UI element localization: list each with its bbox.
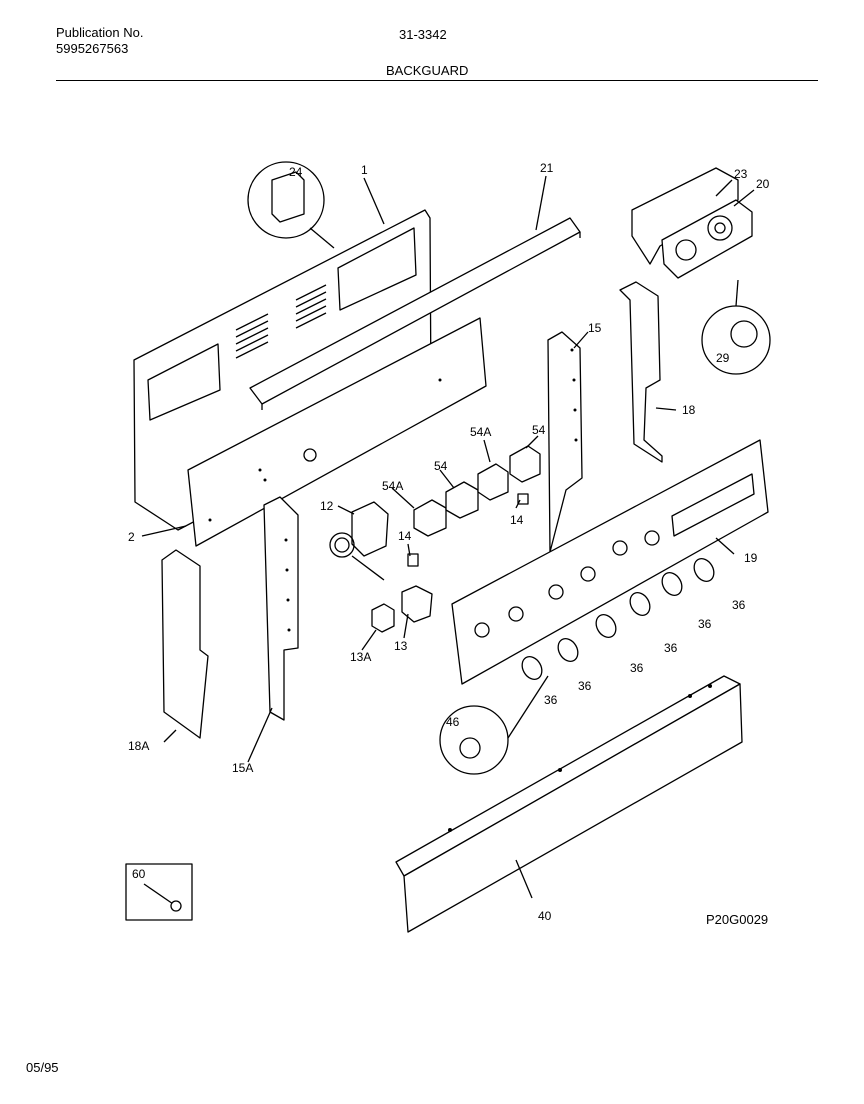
detail-24 xyxy=(247,161,335,249)
part-21-top-trim xyxy=(249,217,581,410)
part-12-thermostat xyxy=(329,501,389,581)
switch-64 xyxy=(445,481,479,519)
callout-20: 20 xyxy=(756,177,770,191)
part-14-indicator xyxy=(407,493,529,567)
callout-54-a: 54 xyxy=(532,423,546,437)
part-20-clock xyxy=(661,199,753,279)
callout-1: 1 xyxy=(361,163,368,177)
part-13a-switch xyxy=(371,603,395,633)
callout-46: 46 xyxy=(446,715,460,729)
detail-60-screw xyxy=(125,863,193,921)
publication-label: Publication No. xyxy=(56,25,144,40)
knob-36-group xyxy=(521,558,715,680)
callout-54a-left: 54A xyxy=(382,479,403,493)
footer-date: 05/95 xyxy=(26,1060,59,1075)
detail-29 xyxy=(701,279,771,375)
part-40-lower-trim xyxy=(395,675,743,933)
callout-18a: 18A xyxy=(128,739,149,753)
leader-lines xyxy=(141,175,755,899)
callout-54a-right: 54A xyxy=(470,425,491,439)
callout-36-d: 36 xyxy=(630,661,644,675)
callout-12: 12 xyxy=(320,499,334,513)
detail-46 xyxy=(439,675,549,775)
callout-15: 15 xyxy=(588,321,602,335)
part-18-end-cap xyxy=(619,281,663,463)
drawing-code: P20G0029 xyxy=(706,912,769,927)
switch-54a-left xyxy=(413,499,447,537)
callout-40: 40 xyxy=(538,909,552,923)
switch-54 xyxy=(509,445,541,483)
callout-60: 60 xyxy=(132,867,146,881)
callout-36-f: 36 xyxy=(544,693,558,707)
part-2-rear-bracket xyxy=(187,317,487,547)
part-18a-end-cap xyxy=(161,549,209,739)
part-15-side-bracket xyxy=(547,331,583,553)
part-13-switch xyxy=(401,585,433,623)
callout-36-e: 36 xyxy=(578,679,592,693)
callout-13: 13 xyxy=(394,639,408,653)
callout-36-a: 36 xyxy=(732,598,746,612)
switch-54a-right xyxy=(477,463,509,501)
title-rule xyxy=(56,80,818,81)
callout-36-c: 36 xyxy=(664,641,678,655)
callout-54-b: 54 xyxy=(434,459,448,473)
part-15a-side-bracket xyxy=(263,496,299,721)
callout-21: 21 xyxy=(540,161,554,175)
callout-14-right: 14 xyxy=(510,513,524,527)
callout-labels: 1 2 12 13 13A 14 14 15 15A 18 18A 19 20 … xyxy=(128,161,770,923)
document-code: 31-3342 xyxy=(399,27,447,42)
callout-29: 29 xyxy=(716,351,730,365)
callout-19: 19 xyxy=(744,551,758,565)
callout-15a: 15A xyxy=(232,761,253,775)
callout-14-left: 14 xyxy=(398,529,412,543)
part-19-control-panel xyxy=(451,439,769,685)
publication-number: 5995267563 xyxy=(56,41,129,56)
section-title: BACKGUARD xyxy=(386,63,469,78)
callout-2: 2 xyxy=(128,530,135,544)
callout-36-b: 36 xyxy=(698,617,712,631)
callout-23: 23 xyxy=(734,167,748,181)
callout-18: 18 xyxy=(682,403,696,417)
callout-24: 24 xyxy=(289,165,303,179)
callout-13a: 13A xyxy=(350,650,371,664)
